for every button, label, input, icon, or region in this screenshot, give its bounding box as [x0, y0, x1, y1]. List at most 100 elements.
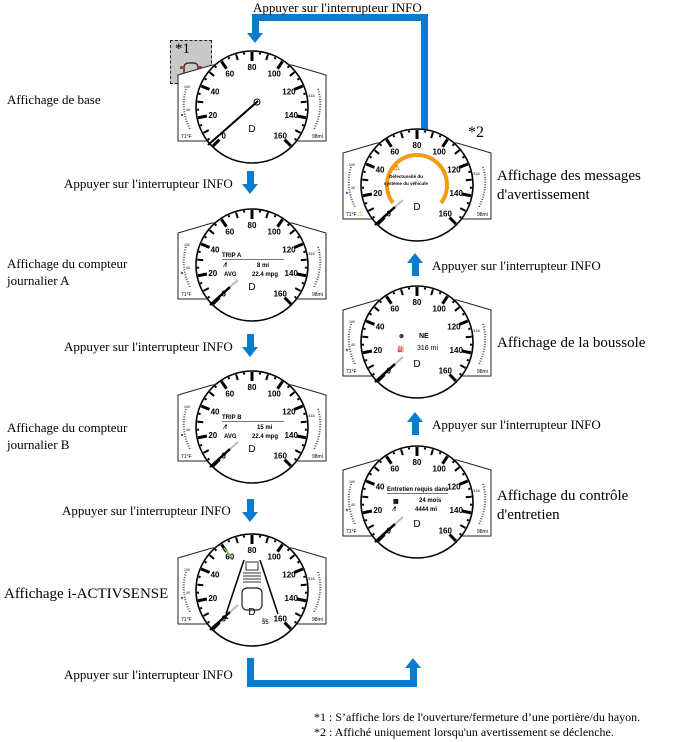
label-iactivsense: Affichage i-ACTIVSENSE [4, 586, 169, 602]
speed-tick [465, 495, 472, 499]
speed-tick [301, 443, 305, 447]
speed-tick-label: 140 [285, 269, 299, 278]
svg-text:40: 40 [186, 591, 190, 595]
speed-tick [293, 295, 297, 299]
speed-tick-label: 80 [248, 63, 257, 72]
speed-tick [208, 71, 215, 77]
speed-tick [200, 567, 211, 574]
speed-tick-label: 100 [433, 305, 447, 314]
speed-tick [448, 533, 457, 542]
speed-tick-label: 140 [450, 506, 464, 515]
temp-gauge [182, 88, 191, 130]
speed-tick [283, 296, 292, 305]
loop-arrow-bottom-v2 [410, 668, 417, 687]
speed-tick [364, 518, 368, 522]
speed-tick [438, 291, 442, 295]
arrow-head-down [247, 33, 263, 43]
svg-text:100: 100 [349, 163, 355, 167]
speed-tick-label: 80 [248, 546, 257, 555]
press-info-label: Appuyer sur l'interrupteur INFO [432, 258, 601, 273]
footnote-marker: *2 [468, 124, 484, 141]
speed-tick [454, 466, 461, 472]
loop-arrow-top-v [252, 14, 259, 34]
speed-tick [441, 455, 449, 465]
speed-tick-label: 60 [225, 228, 234, 237]
speed-tick [451, 143, 455, 147]
range: 98mi [312, 617, 323, 623]
temp-gauge [182, 571, 191, 613]
footnote-2: *2 : Affiché uniquement lorsqu'un averti… [314, 725, 614, 739]
press-info-label: Appuyer sur l'interrupteur INFO [64, 667, 233, 682]
arrow-head-up [407, 412, 423, 422]
gear-indicator: D [413, 359, 420, 370]
speed-tick-label: 160 [439, 526, 453, 535]
maintenance-distance: 4444 mi [415, 507, 438, 513]
speed-tick-label: 140 [285, 594, 299, 603]
speed-tick [293, 84, 304, 91]
svg-text:316: 316 [308, 576, 315, 581]
speed-tick [379, 300, 383, 304]
speed-tick [208, 554, 215, 560]
speed-tick [458, 532, 462, 536]
warning-small-icon: ⚠ [357, 210, 363, 218]
temp-gauge [182, 408, 191, 450]
speed-tick [294, 287, 301, 292]
speed-tick-label: 60 [390, 148, 399, 157]
label-warning: Affichage des messages d'avertissement [497, 168, 641, 203]
speed-tick [458, 215, 462, 219]
fuel-gauge [313, 571, 322, 613]
arrow-head-down [242, 184, 258, 194]
fuel-gauge [478, 483, 487, 525]
svg-text:316: 316 [473, 488, 480, 493]
speed-tick [430, 132, 434, 139]
speed-tick [265, 374, 269, 381]
speed-needle [374, 363, 396, 383]
speed-tick [207, 137, 211, 141]
speed-tick-label: 160 [274, 451, 288, 460]
speed-tick-label: 120 [282, 88, 296, 97]
speed-tick-label: 100 [268, 390, 282, 399]
speed-tick [458, 372, 462, 376]
trip-title: TRIP A [222, 253, 284, 260]
compass-icon: ⊛ [399, 334, 405, 340]
speed-tick [364, 358, 368, 362]
outside-temp: 71°F [346, 369, 357, 375]
speed-tick [296, 272, 307, 278]
range: 98mi [312, 454, 323, 460]
speed-tick [286, 385, 290, 389]
speed-tick [458, 319, 469, 326]
svg-text:100: 100 [184, 243, 190, 247]
speed-tick-label: 120 [447, 483, 461, 492]
gear-indicator: D [248, 124, 255, 135]
svg-text:40: 40 [351, 343, 355, 347]
speed-tick [197, 434, 208, 440]
speed-tick [283, 621, 292, 630]
speed-tick [438, 451, 442, 455]
speed-tick [300, 258, 307, 262]
speed-tick [200, 404, 211, 411]
warning-ring [385, 153, 449, 205]
speed-tick [227, 376, 231, 380]
speed-tick [458, 479, 469, 486]
speed-tick [365, 162, 376, 169]
speed-tick-label: 20 [208, 594, 217, 603]
speed-tick [296, 597, 307, 603]
press-info-label: Appuyer sur l'interrupteur INFO [253, 0, 422, 15]
speed-tick [459, 364, 466, 369]
speed-tick-label: 120 [282, 408, 296, 417]
speed-tick [369, 155, 373, 159]
svg-text:316: 316 [308, 93, 315, 98]
speed-tick-label: 40 [376, 323, 385, 332]
svg-text:40: 40 [351, 503, 355, 507]
speed-tick [286, 223, 290, 227]
label-trip-b: Affichage du compteur journalier B [7, 420, 128, 452]
loop-arrow-top [421, 14, 428, 130]
press-info-label: Appuyer sur l'interrupteur INFO [62, 503, 231, 518]
speed-tick [458, 162, 469, 169]
press-info-label: Appuyer sur l'interrupteur INFO [64, 176, 233, 191]
speed-tick-label: 160 [439, 209, 453, 218]
speed-tick-label: 20 [373, 346, 382, 355]
label-compass: Affichage de la boussole [497, 335, 646, 351]
